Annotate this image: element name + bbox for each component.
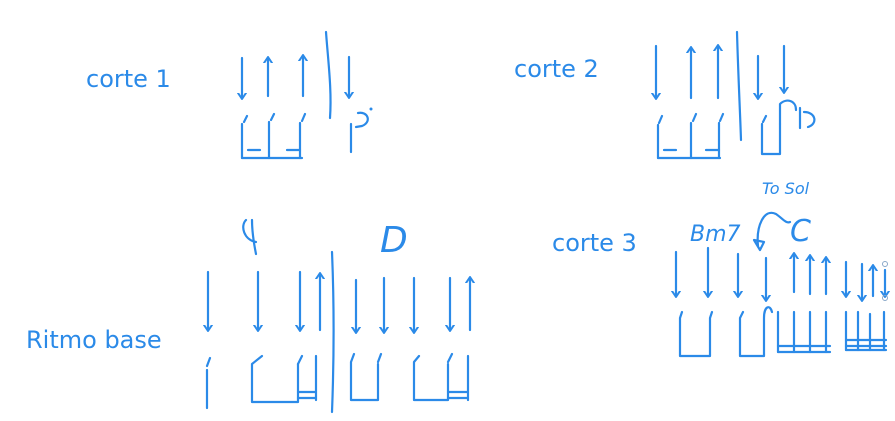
beam	[844, 338, 888, 352]
corte-1-label: corte 1	[86, 65, 171, 93]
dot	[369, 107, 373, 111]
rhythm-stem	[678, 310, 714, 358]
rhythm-stem	[656, 114, 664, 160]
handle-dot	[882, 295, 888, 301]
rhythm-stem	[760, 114, 782, 156]
handle-dot	[882, 261, 888, 267]
mute-mark	[354, 111, 369, 129]
rhythm-stem	[298, 112, 307, 160]
bar-line	[330, 250, 335, 414]
chord-c-label: C	[790, 214, 811, 249]
ritmo-base-pattern: D G	[205, 218, 470, 414]
chord-g-label	[242, 218, 258, 256]
rhythm-stem	[250, 354, 300, 404]
rhythm-stem	[717, 112, 725, 160]
bar-line	[324, 30, 332, 120]
corte-1-pattern	[240, 30, 373, 160]
bar-line	[735, 30, 743, 142]
corte-2-strum-arrows	[656, 46, 784, 98]
rhythm-stem	[689, 112, 698, 160]
rhythm-stem	[240, 114, 249, 160]
mute-mark	[798, 106, 816, 130]
corte-3-strum-arrows	[676, 246, 885, 300]
corte-1-rhythm-stems	[240, 107, 373, 160]
rhythm-stem	[738, 306, 774, 358]
rhythm-stem	[349, 352, 383, 402]
corte-3-rhythm-stems	[678, 306, 888, 358]
rhythm-stem	[776, 310, 828, 354]
rhythm-stem	[205, 356, 212, 410]
ritmo-base-label: Ritmo base	[26, 326, 162, 354]
ritmo-base-rhythm-stems	[205, 352, 470, 410]
corte-2-rhythm-stems	[656, 99, 816, 160]
rhythm-stem	[267, 112, 276, 160]
tie-curve	[778, 99, 798, 126]
rhythm-stem	[446, 354, 470, 402]
rhythm-stem	[296, 354, 318, 402]
corte-2-pattern: To Sol	[656, 30, 816, 198]
chord-bm7-label: Bm7	[690, 222, 741, 247]
corte-2-label: corte 2	[514, 55, 599, 83]
corte-3-label: corte 3	[552, 229, 637, 257]
chord-marker	[752, 238, 766, 252]
to-sol-annotation: To Sol	[762, 179, 810, 198]
rhythm-stem	[412, 352, 454, 402]
corte-3-pattern: Bm7 C	[676, 211, 888, 358]
rhythm-stem	[844, 310, 886, 352]
chord-hook	[756, 211, 792, 248]
chord-d-label: D	[380, 220, 408, 261]
ritmo-base-strum-arrows	[208, 270, 470, 332]
corte-1-strum-arrows	[242, 56, 349, 98]
beam	[776, 344, 832, 354]
